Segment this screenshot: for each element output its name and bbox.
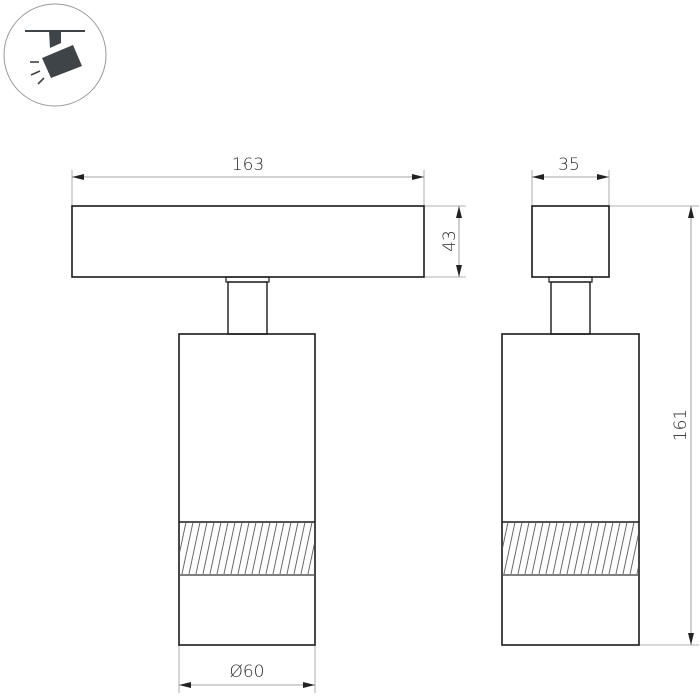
side-view bbox=[501, 170, 699, 646]
width-dimension-163: 163 bbox=[232, 155, 264, 175]
height-dimension-43: 43 bbox=[440, 230, 460, 252]
side-track-adapter bbox=[531, 205, 610, 278]
diameter-dimension-60: Ø60 bbox=[229, 662, 264, 682]
track-spotlight-icon bbox=[3, 3, 107, 107]
stem bbox=[227, 281, 268, 335]
lamp-body bbox=[178, 333, 316, 646]
height-dimension-161: 161 bbox=[671, 409, 691, 441]
front-view bbox=[71, 170, 466, 693]
side-stem bbox=[550, 281, 591, 335]
side-lamp-body bbox=[501, 333, 640, 646]
track-adapter bbox=[71, 205, 425, 278]
width-dimension-35: 35 bbox=[558, 155, 580, 175]
